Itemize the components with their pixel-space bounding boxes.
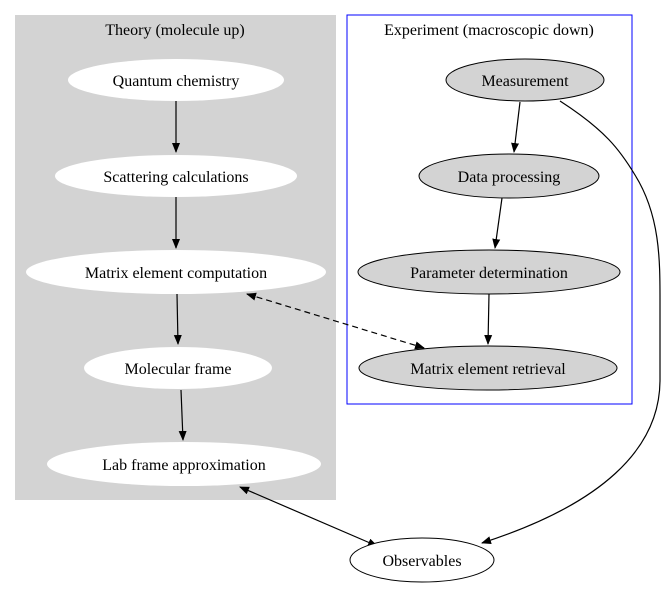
node-observables-label: Observables (382, 553, 461, 570)
node-measurement-shape (445, 58, 605, 102)
edge-parameter-to-retrieval (484, 293, 493, 345)
node-observables: Observables (349, 537, 495, 583)
edge-lab-frame-to-observables (239, 486, 378, 547)
node-molecular-frame-label: Molecular frame (124, 361, 231, 378)
node-parameter-determination: Parameter determination (357, 249, 621, 295)
node-data-processing: Data processing (418, 153, 600, 199)
node-scattering-calculations: Scattering calculations (55, 155, 297, 197)
node-matrix-element-retrieval: Matrix element retrieval (358, 345, 618, 391)
node-matrix-element-computation-label: Matrix element computation (85, 265, 267, 282)
cluster-experiment: Experiment (macroscopic down) (346, 14, 633, 405)
node-quantum-chemistry-label: Quantum chemistry (113, 73, 240, 90)
edge-measurement-to-observables (481, 100, 661, 545)
node-lab-frame-approximation-label: Lab frame approximation (102, 457, 266, 474)
edges (172, 100, 661, 547)
node-matrix-element-computation: Matrix element computation (26, 250, 326, 294)
edge-measurement-to-data-processing (511, 101, 521, 153)
node-molecular-frame-shape (84, 347, 272, 389)
node-observables-shape (349, 537, 495, 583)
node-parameter-determination-label: Parameter determination (410, 265, 568, 282)
node-scattering-calculations-label: Scattering calculations (103, 169, 248, 186)
node-data-processing-label: Data processing (458, 169, 561, 186)
edge-matrix-computation-to-molecular (173, 293, 182, 345)
node-measurement-label: Measurement (481, 73, 569, 90)
node-parameter-determination-shape (357, 249, 621, 295)
node-lab-frame-approximation-shape (47, 442, 321, 486)
edge-data-processing-to-parameter (492, 197, 503, 249)
edge-matrix-computation-retrieval-dashed (246, 292, 425, 350)
node-measurement: Measurement (445, 58, 605, 102)
node-matrix-element-retrieval-label: Matrix element retrieval (410, 361, 566, 378)
node-lab-frame-approximation: Lab frame approximation (47, 442, 321, 486)
cluster-experiment-label: Experiment (macroscopic down) (384, 22, 594, 39)
node-data-processing-shape (418, 153, 600, 199)
node-molecular-frame: Molecular frame (84, 347, 272, 389)
node-scattering-calculations-shape (55, 155, 297, 197)
node-matrix-element-computation-shape (26, 250, 326, 294)
node-quantum-chemistry-shape (68, 59, 284, 101)
cluster-theory-label: Theory (molecule up) (105, 22, 245, 39)
node-quantum-chemistry: Quantum chemistry (68, 59, 284, 101)
edge-molecular-to-lab-frame (178, 389, 187, 441)
cluster-experiment-box (346, 14, 633, 405)
node-matrix-element-retrieval-shape (358, 345, 618, 391)
